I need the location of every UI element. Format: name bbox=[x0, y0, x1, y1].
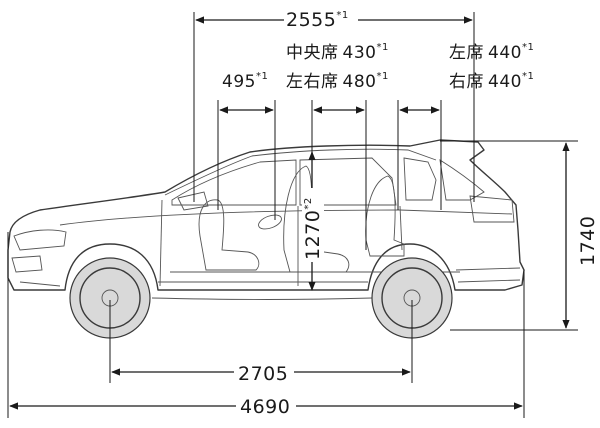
interior-length-label: 2555*1 bbox=[286, 9, 349, 31]
extension-lines bbox=[7, 12, 578, 418]
front-seat-gap-label: 495*1 bbox=[222, 71, 268, 92]
overall-length-label: 4690 bbox=[240, 396, 290, 418]
wheelbase-label: 2705 bbox=[238, 363, 288, 385]
overall-height-label: 1740 bbox=[577, 216, 599, 266]
car-side-view bbox=[7, 139, 525, 339]
interior-height-label: 1270*2 bbox=[302, 197, 324, 260]
front-wheel bbox=[69, 257, 151, 339]
